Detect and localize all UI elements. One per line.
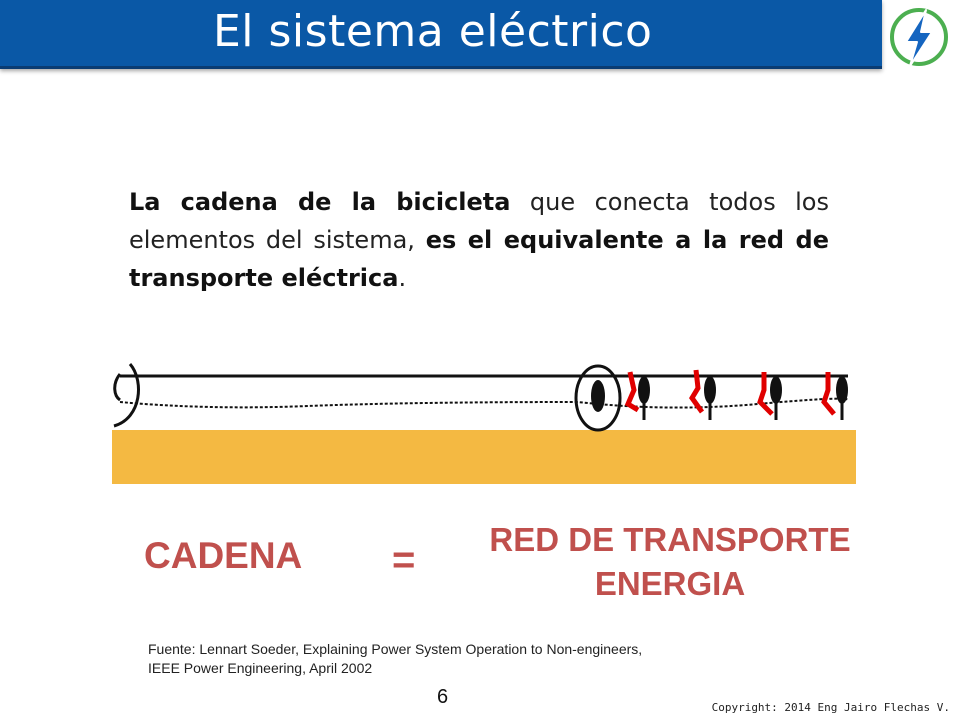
source-citation: Fuente: Lennart Soeder, Explaining Power… xyxy=(148,640,642,678)
red-transporte-line1: RED DE TRANSPORTE xyxy=(489,521,851,558)
page-number: 6 xyxy=(437,686,449,708)
insulator-4 xyxy=(821,372,848,420)
body-normal-1: que conecta todos los elementos del sist… xyxy=(129,188,829,254)
equals-sign: = xyxy=(392,538,416,582)
slide-title: El sistema eléctrico xyxy=(213,6,653,57)
cadena-label: CADENA xyxy=(144,535,303,576)
lightning-bolt-icon xyxy=(890,8,948,67)
chain-line xyxy=(119,397,849,409)
red-transporte-label: RED DE TRANSPORTE ENERGIA xyxy=(460,518,880,606)
body-bold-2: es el equivalente a la red de transporte… xyxy=(129,226,830,292)
gear-hub xyxy=(591,380,605,412)
insulator-1 xyxy=(624,371,650,420)
source-line2: IEEE Power Engineering, April 2002 xyxy=(148,660,373,676)
insulator-3 xyxy=(757,372,782,420)
bicycle-chain-diagram xyxy=(112,363,856,484)
ground-band xyxy=(112,430,856,484)
source-line1: Fuente: Lennart Soeder, Explaining Power… xyxy=(148,641,643,657)
gear-ring xyxy=(574,364,622,432)
body-end: . xyxy=(398,264,407,292)
title-bar: El sistema eléctrico xyxy=(0,0,882,69)
insulator-2 xyxy=(689,369,716,420)
left-wheel-arc xyxy=(113,363,140,428)
left-wheel-inner xyxy=(113,373,122,402)
body-paragraph: La cadena de la bicicleta que conecta to… xyxy=(129,183,829,297)
body-bold-1: La cadena de la bicicleta xyxy=(129,188,511,216)
copyright-notice: Copyright: 2014 Eng Jairo Flechas V. xyxy=(711,701,950,714)
red-transporte-line2: ENERGIA xyxy=(594,565,746,602)
